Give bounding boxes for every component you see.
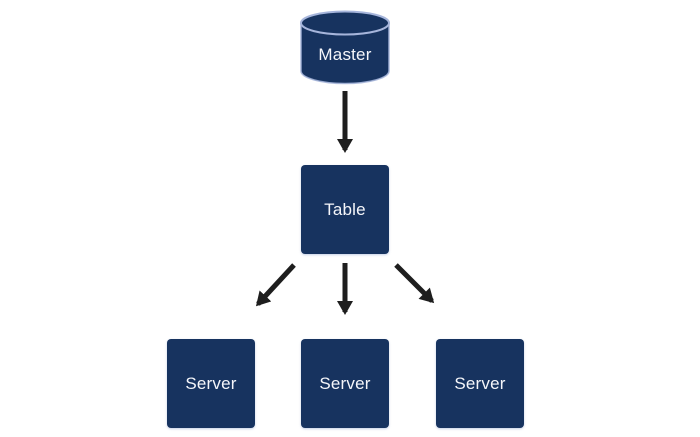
table-node-label: Table <box>324 199 366 219</box>
arrow-table-to-server-1-icon <box>255 263 296 307</box>
server-node-3-label: Server <box>454 373 506 393</box>
table-node: Table <box>301 165 389 254</box>
master-node: Master <box>299 10 391 86</box>
server-node-3: Server <box>436 339 524 428</box>
server-node-2: Server <box>301 339 389 428</box>
server-node-1: Server <box>167 339 255 428</box>
server-node-2-label: Server <box>319 373 371 393</box>
master-node-label: Master <box>318 45 372 64</box>
server-node-1-label: Server <box>185 373 237 393</box>
database-cylinder-icon <box>300 10 390 85</box>
arrow-table-to-server-3-icon <box>394 263 435 304</box>
